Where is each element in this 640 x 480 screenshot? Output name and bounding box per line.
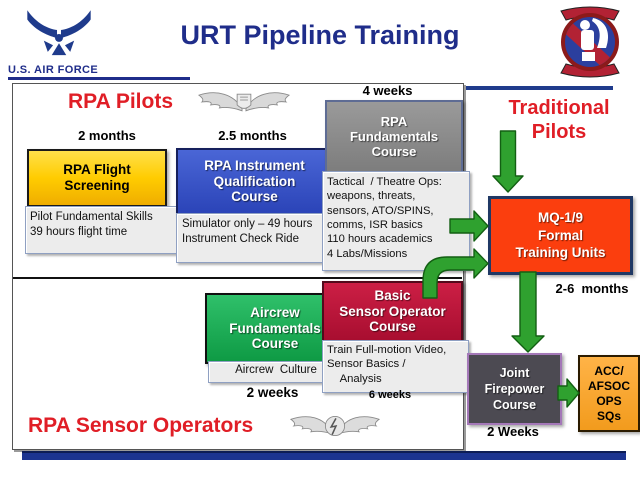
ops-sqs-box: ACC/ AFSOC OPS SQs: [578, 355, 640, 432]
instrument-qual-box: RPA Instrument Qualification Course: [176, 148, 333, 215]
sensor-wings-icon: [289, 415, 381, 437]
basic-sensor-details: Train Full-motion Video, Sensor Basics /…: [322, 340, 469, 393]
pilot-wings-icon: [197, 92, 291, 112]
traditional-pilots-heading: Traditional Pilots: [508, 97, 610, 143]
fundamentals-details: Tactical / Theatre Ops: weapons, threats…: [322, 171, 470, 271]
bottom-rule: [22, 451, 626, 460]
duration-joint-firepower: 2 Weeks: [487, 424, 539, 439]
basic-sensor-box: Basic Sensor Operator Course: [322, 281, 463, 342]
fundamentals-box: RPA Fundamentals Course: [325, 100, 463, 173]
joint-firepower-box: Joint Firepower Course: [467, 353, 562, 425]
duration-instrument-qual: 2.5 months: [218, 128, 287, 143]
duration-aircrew: 2 weeks: [246, 385, 299, 400]
section-divider: [13, 277, 462, 279]
duration-mq-ftu: 2-6 months: [555, 281, 629, 296]
duration-basic-sensor: 6 weeks: [368, 389, 412, 401]
rpa-sensor-operators-heading: RPA Sensor Operators: [28, 414, 254, 437]
arrow-ftu-to-joint: [511, 271, 545, 353]
slide-title: URT Pipeline Training: [180, 20, 460, 50]
mq-ftu-box: MQ-1/9 Formal Training Units: [488, 196, 633, 275]
duration-fundamentals: 4 weeks: [362, 83, 413, 98]
flight-screening-details: Pilot Fundamental Skills 39 hours flight…: [25, 206, 182, 254]
usaf-logo-icon: [27, 10, 91, 56]
duration-flight-screening: 2 months: [78, 128, 136, 143]
brand-label: U.S. AIR FORCE: [8, 64, 190, 80]
unit-patch-icon: [560, 6, 620, 78]
aircrew-fundamentals-details: Aircrew Culture: [208, 361, 344, 383]
instrument-qual-details: Simulator only – 49 hours Instrument Che…: [176, 213, 341, 263]
rpa-pilots-heading: RPA Pilots: [68, 90, 174, 113]
flight-screening-box: RPA Flight Screening: [27, 149, 167, 207]
header-rule: [461, 86, 613, 90]
